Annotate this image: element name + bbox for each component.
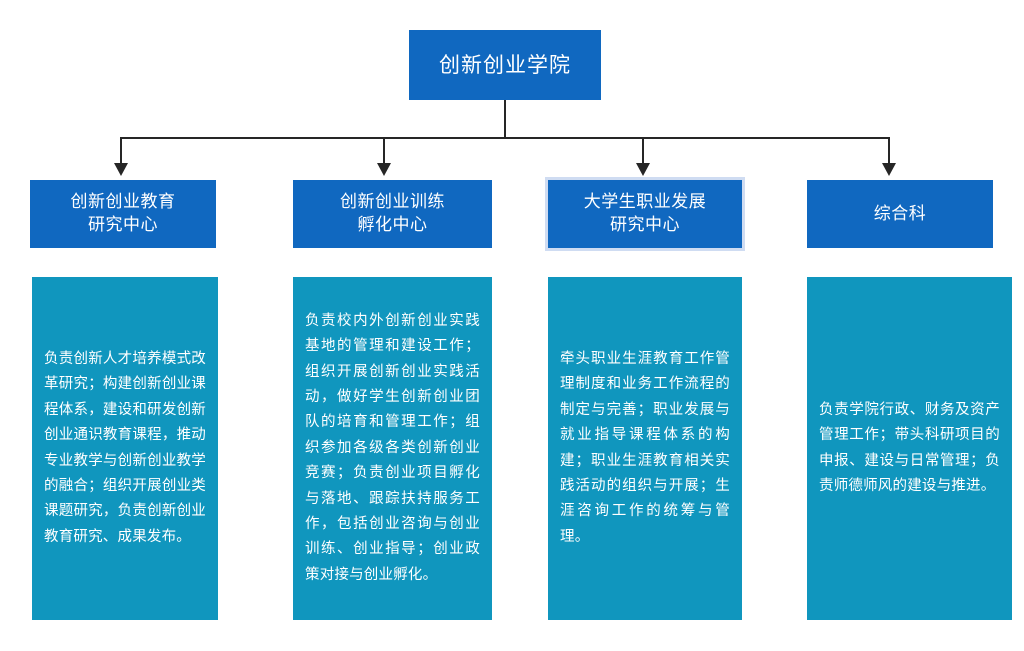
arrow-icon-unit-2 [377,163,391,176]
connector-drop-unit-4 [888,137,890,165]
unit-node-2[interactable]: 创新创业训练 孵化中心 [293,180,492,248]
duty-node-3[interactable]: 牵头职业生涯教育工作管理制度和业务工作流程的制定与完善；职业发展与就业指导课程体… [548,277,742,620]
connector-horizontal-bus [120,137,888,139]
arrow-icon-unit-1 [114,163,128,176]
connector-drop-unit-1 [120,137,122,165]
unit-node-1[interactable]: 创新创业教育 研究中心 [30,180,216,248]
unit-node-4-label: 综合科 [873,203,927,224]
unit-node-1-label: 创新创业教育 研究中心 [70,192,176,235]
connector-drop-unit-3 [642,137,644,165]
unit-node-3-label: 大学生职业发展 研究中心 [583,192,707,235]
connector-root-stem [504,100,506,138]
duty-node-1[interactable]: 负责创新人才培养模式改革研究；构建创新创业课程体系，建设和研发创新创业通识教育课… [32,277,218,620]
arrow-icon-unit-3 [636,163,650,176]
unit-node-2-label: 创新创业训练 孵化中心 [340,192,445,235]
unit-node-3[interactable]: 大学生职业发展 研究中心 [545,177,745,251]
root-node-innovation-college[interactable]: 创新创业学院 [409,30,601,100]
duty-node-1-text: 负责创新人才培养模式改革研究；构建创新创业课程体系，建设和研发创新创业通识教育课… [44,351,206,545]
unit-node-4[interactable]: 综合科 [807,180,993,248]
root-node-label: 创新创业学院 [439,52,571,77]
duty-node-3-text: 牵头职业生涯教育工作管理制度和业务工作流程的制定与完善；职业发展与就业指导课程体… [560,351,730,545]
duty-node-4-text: 负责学院行政、财务及资产管理工作；带头科研项目的申报、建设与日常管理；负责师德师… [819,401,1000,494]
duty-node-2-text: 负责校内外创新创业实践基地的管理和建设工作；组织开展创新创业实践活动，做好学生创… [305,312,480,583]
arrow-icon-unit-4 [882,163,896,176]
duty-node-4[interactable]: 负责学院行政、财务及资产管理工作；带头科研项目的申报、建设与日常管理；负责师德师… [807,277,1012,620]
duty-node-2[interactable]: 负责校内外创新创业实践基地的管理和建设工作；组织开展创新创业实践活动，做好学生创… [293,277,492,620]
connector-drop-unit-2 [383,137,385,165]
